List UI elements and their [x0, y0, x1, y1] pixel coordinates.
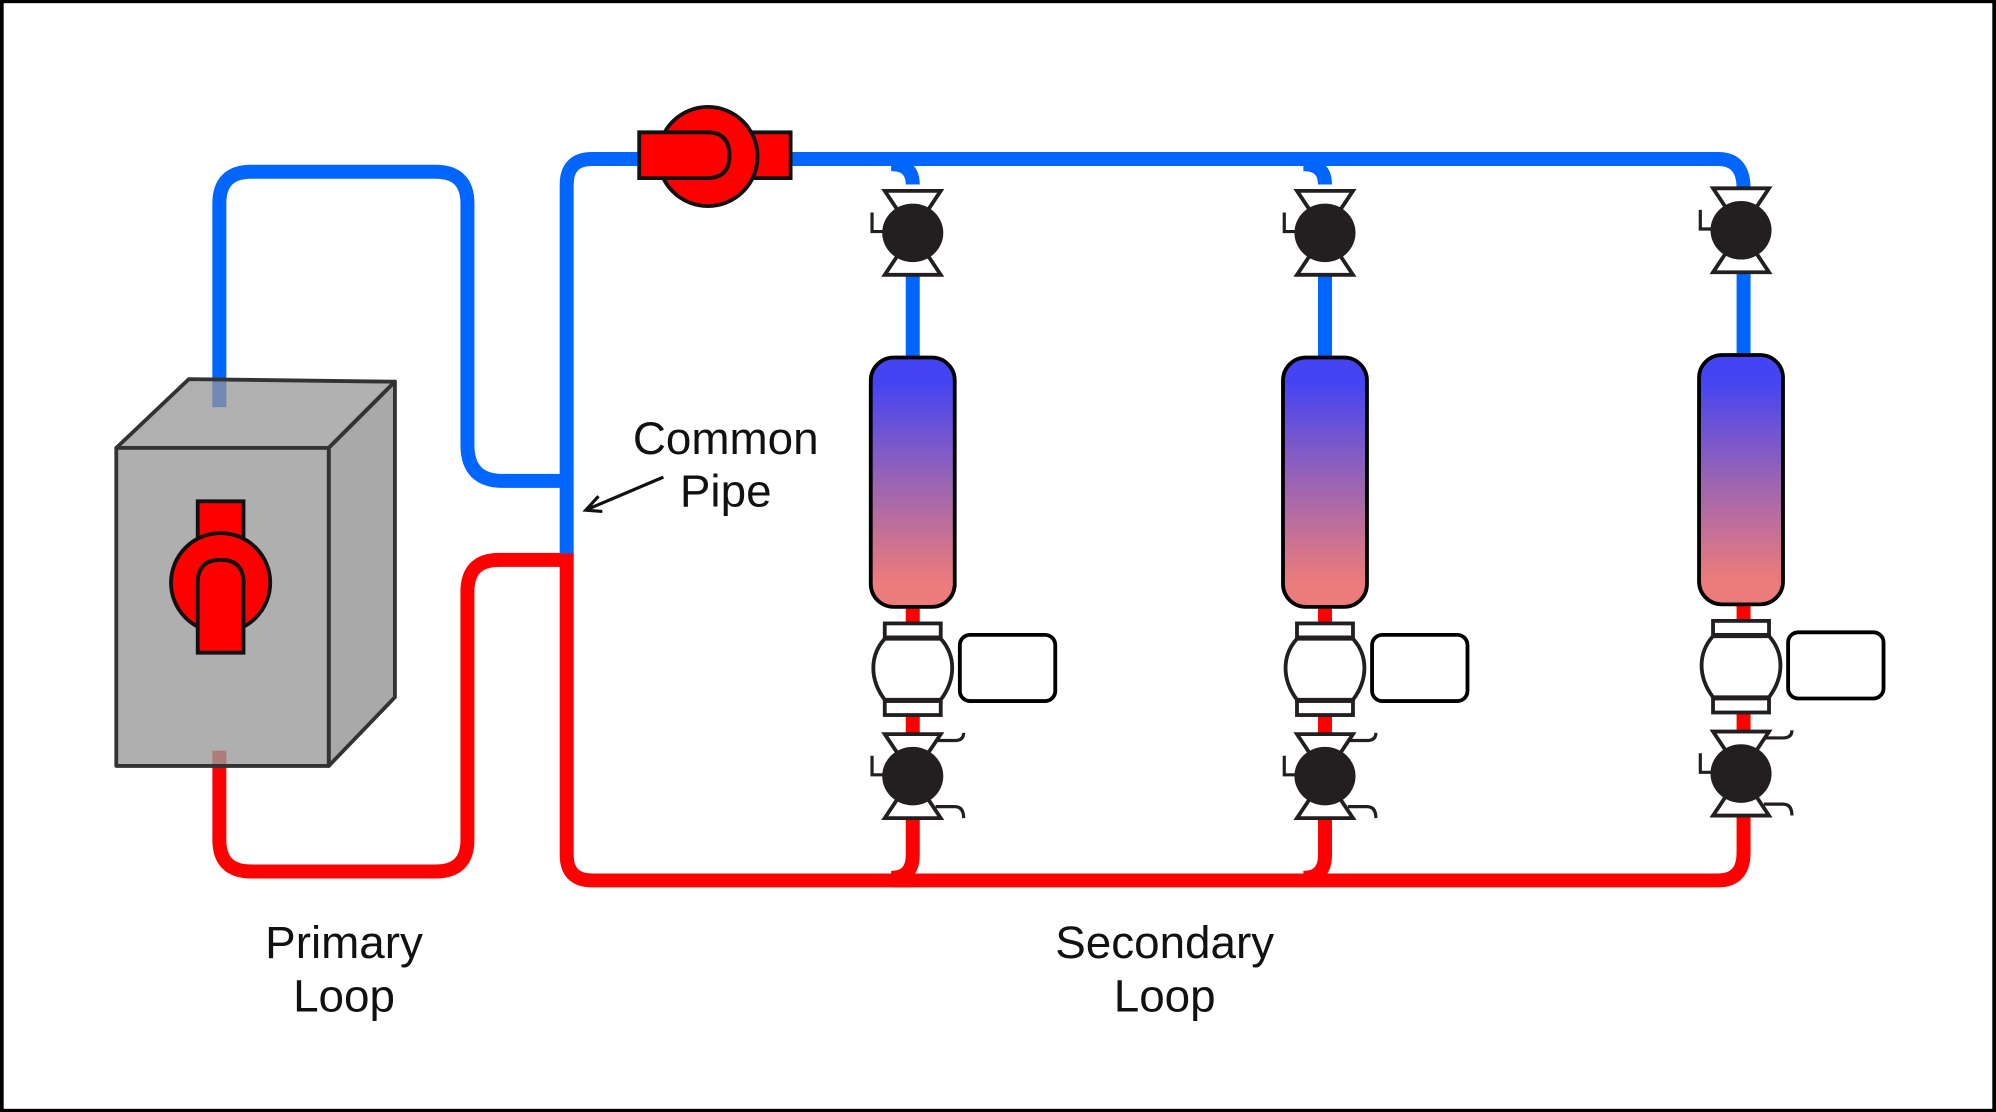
branch-1-supply — [890, 157, 920, 363]
branch-1-isolation-valve[interactable] — [870, 188, 945, 277]
secondary-return-header — [891, 807, 1751, 888]
primary-pump[interactable] — [169, 499, 273, 655]
arrow-icon — [582, 475, 665, 514]
secondary-loop-label-line2: Loop — [1114, 970, 1216, 1021]
branch-1-control-valve[interactable] — [870, 732, 966, 821]
branch-3-circulator-pump[interactable] — [1699, 618, 1886, 715]
primary-return-pipe — [212, 552, 563, 879]
primary-loop-label-line1: Primary — [265, 917, 423, 968]
common-pipe-return — [559, 553, 913, 888]
common-pipe-supply — [559, 152, 650, 556]
branch-2-control-valve[interactable] — [1282, 732, 1378, 821]
branch-3-isolation-valve[interactable] — [1698, 186, 1773, 275]
secondary-pump[interactable] — [637, 104, 793, 209]
secondary-supply-header — [782, 152, 1751, 189]
branch-1-heating-coil — [868, 355, 957, 609]
branch-2-supply — [1302, 157, 1332, 363]
branch-2-heating-coil — [1281, 355, 1369, 609]
branch-3-heating-coil — [1697, 353, 1785, 607]
branch-2-circulator-pump[interactable] — [1283, 621, 1470, 717]
primary-loop-label-line2: Loop — [293, 970, 395, 1021]
common-pipe-label-line2: Pipe — [680, 465, 772, 516]
branch-1-circulator-pump[interactable] — [871, 621, 1058, 717]
common-pipe-label-line1: Common — [633, 413, 819, 464]
primary-supply-pipe — [212, 164, 563, 488]
branch-2-isolation-valve[interactable] — [1282, 188, 1357, 277]
secondary-loop-label-line1: Secondary — [1055, 917, 1274, 968]
branch-3-control-valve[interactable] — [1698, 729, 1794, 818]
